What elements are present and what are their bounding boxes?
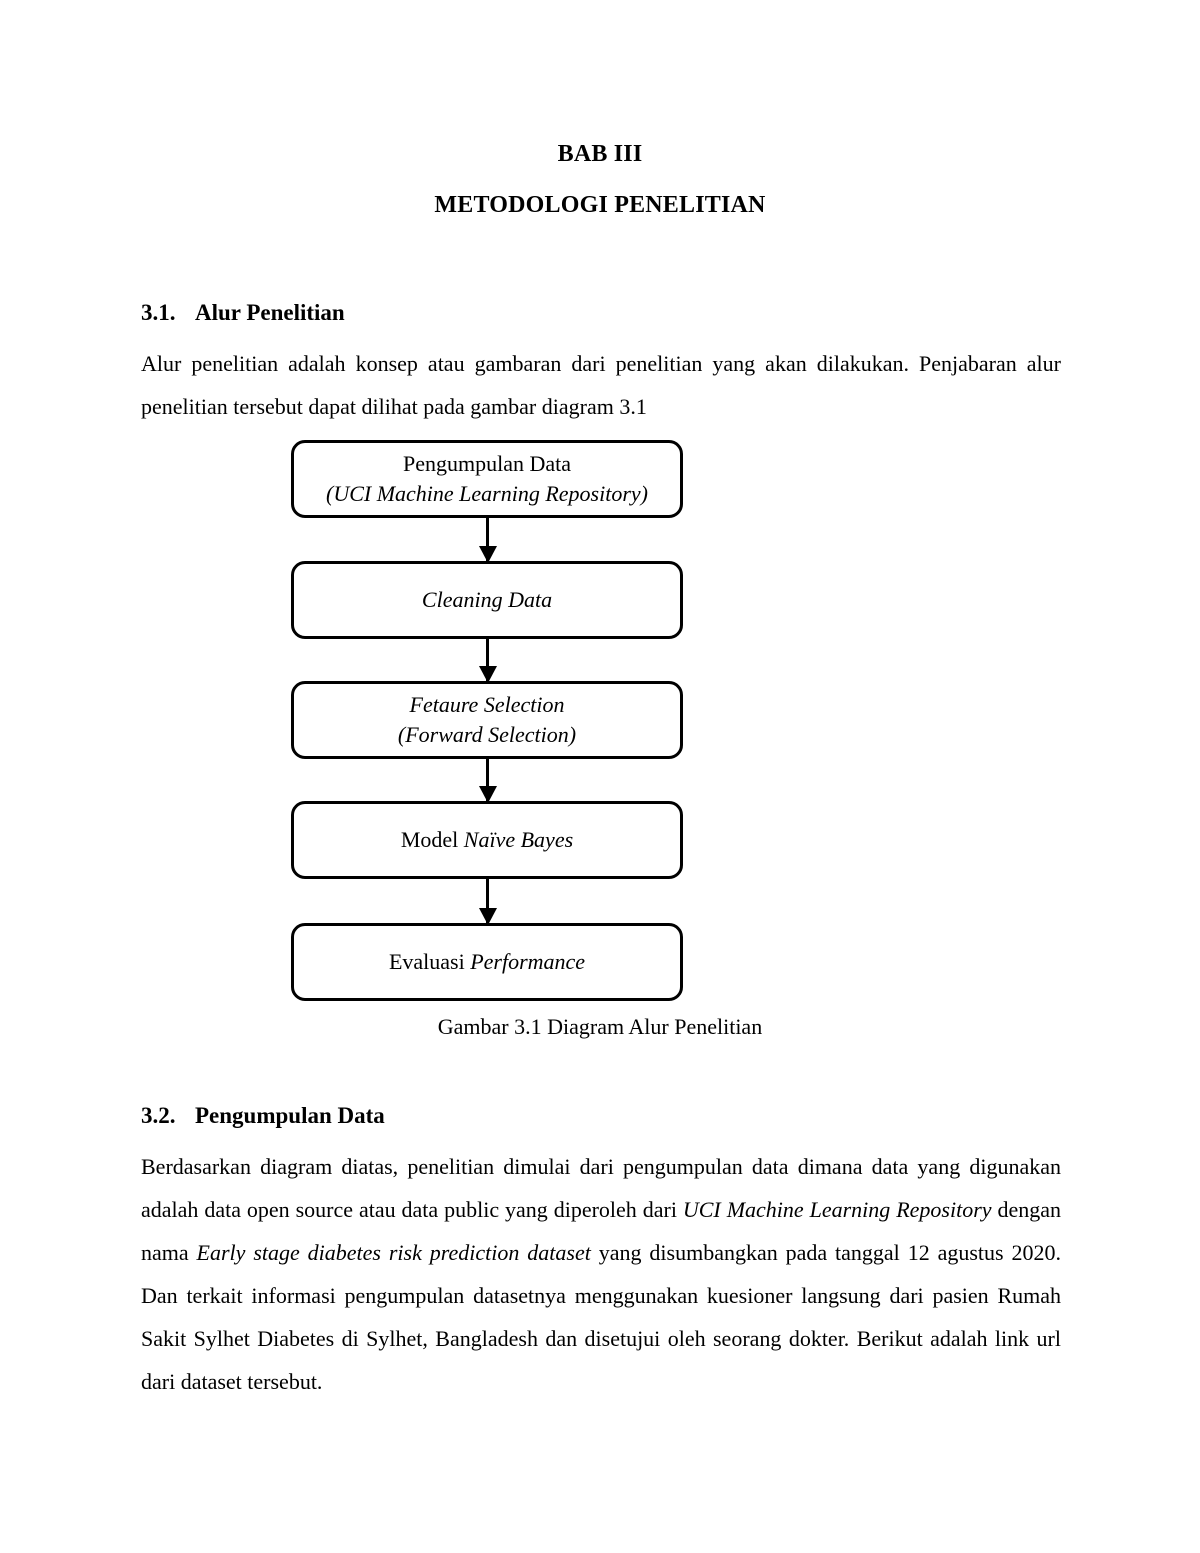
figure-caption: Gambar 3.1 Diagram Alur Penelitian (437, 1014, 763, 1039)
flow-node-text: Pengumpulan Data (UCI Machine Learning R… (316, 449, 658, 509)
down-arrow-icon-3 (486, 759, 489, 801)
section-number-3-1: 3.1. (141, 300, 176, 325)
section-number-3-2: 3.2. (141, 1103, 176, 1128)
flow-node-line-1-italic: Naïve Bayes (463, 827, 574, 852)
flow-node-cleaning-data: Cleaning Data (291, 561, 683, 639)
flow-node-feature-selection: Fetaure Selection (Forward Selection) (291, 681, 683, 759)
paragraph-3-2-part-2: dengan nama (141, 1197, 1061, 1265)
section-title-3-1: Alur Penelitian (195, 300, 345, 325)
down-arrow-icon-2 (486, 639, 489, 681)
paragraph-3-2-italic-1: UCI Machine Learning Repository (682, 1197, 992, 1222)
document-chapter-title: BAB III (557, 141, 643, 167)
flow-node-line-1: Pengumpulan Data (402, 451, 572, 476)
down-arrow-icon-1 (486, 518, 489, 561)
paragraph-3-2-italic-2: Early stage diabetes risk prediction dat… (196, 1240, 591, 1265)
document-chapter-subtitle: METODOLOGI PENELITIAN (434, 192, 766, 218)
flow-node-line-2: (UCI Machine Learning Repository) (326, 481, 648, 506)
flow-node-text: Model Naïve Bayes (391, 825, 583, 855)
section-title-3-2: Pengumpulan Data (195, 1103, 385, 1128)
paragraph-3-2: Berdasarkan diagram diatas, penelitian d… (141, 1145, 1061, 1403)
section-heading-3-2: 3.2. Pengumpulan Data (141, 1103, 1061, 1129)
flow-node-model-naive-bayes: Model Naïve Bayes (291, 801, 683, 879)
flow-node-text: Evaluasi Performance (379, 947, 595, 977)
flow-node-pengumpulan-data: Pengumpulan Data (UCI Machine Learning R… (291, 440, 683, 518)
flow-node-line-1-italic: Performance (470, 949, 586, 974)
flow-node-line-1: Fetaure Selection (409, 692, 565, 717)
flow-node-evaluasi-performance: Evaluasi Performance (291, 923, 683, 1001)
paragraph-3-2-part-1: Berdasarkan diagram diatas, penelitian d… (141, 1154, 1061, 1222)
flow-node-text: Cleaning Data (421, 587, 553, 612)
flow-node-line-1-plain: Evaluasi (388, 949, 471, 974)
paragraph-3-2-part-3: yang disumbangkan pada tanggal 12 agustu… (141, 1240, 1061, 1394)
paragraph-3-1: Alur penelitian adalah konsep atau gamba… (141, 351, 1061, 419)
section-heading-3-1: 3.1. Alur Penelitian (141, 300, 1061, 326)
flow-node-text: Fetaure Selection (Forward Selection) (388, 690, 586, 750)
flow-node-line-1-plain: Model (400, 827, 464, 852)
flow-node-line-2: (Forward Selection) (397, 722, 577, 747)
down-arrow-icon-4 (486, 879, 489, 923)
